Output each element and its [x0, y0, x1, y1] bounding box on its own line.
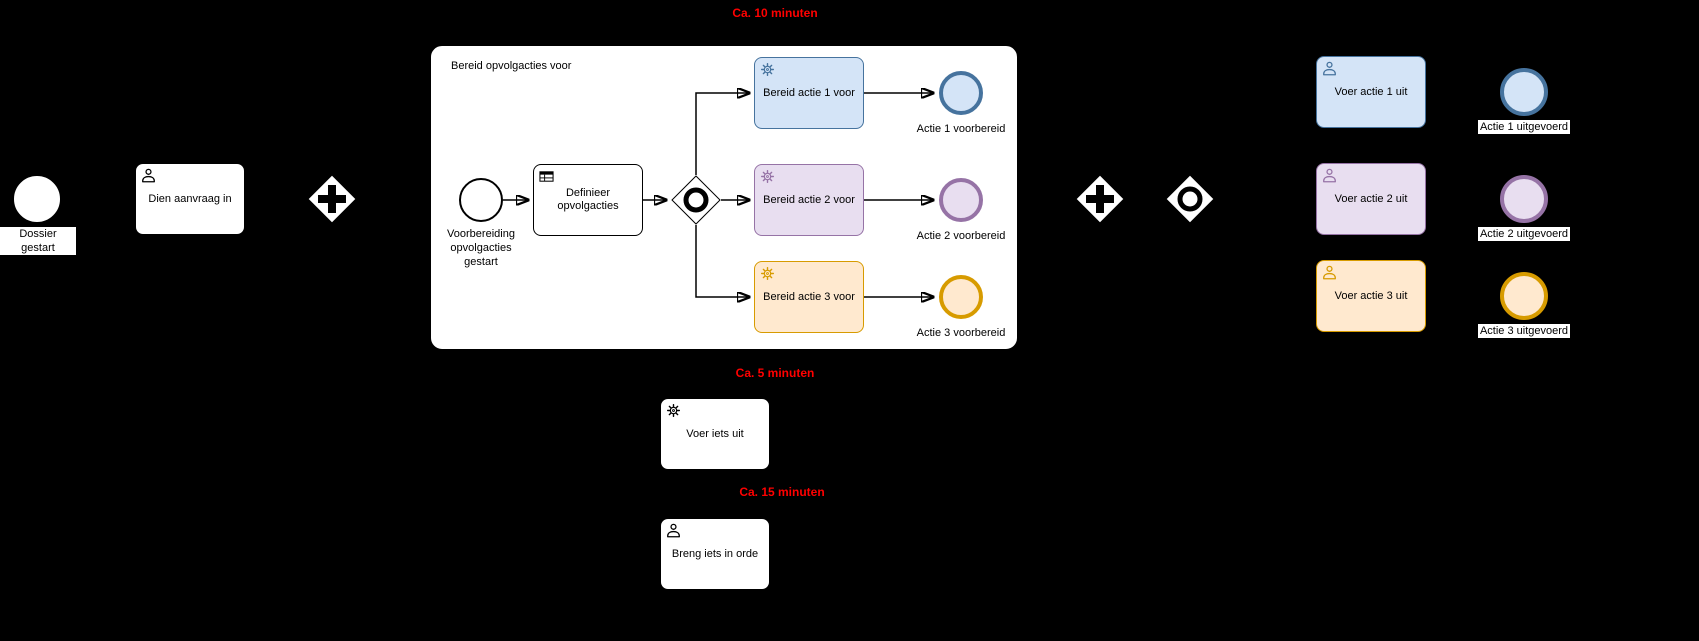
- subprocess-bereid-opvolgacties[interactable]: Bereid opvolgacties voor Voorbereiding o…: [430, 45, 1018, 350]
- user-icon: [666, 523, 681, 538]
- service-task-bereid-actie-2[interactable]: Bereid actie 2 voor: [754, 164, 864, 236]
- end-event-actie-1-uitgevoerd[interactable]: [1500, 68, 1548, 116]
- end-event-actie-3-uitgevoerd-label-text: Actie 3 uitgevoerd: [1477, 324, 1571, 338]
- start-event-dossier-label: Dossier gestart: [0, 227, 76, 255]
- gear-icon: [760, 266, 775, 281]
- task-label: Voer actie 3 uit: [1334, 289, 1408, 302]
- end-event-actie-2-uitgevoerd-label: Actie 2 uitgevoerd: [1477, 227, 1571, 241]
- circle-icon: [1177, 186, 1203, 212]
- parallel-gateway-split[interactable]: [307, 174, 357, 224]
- end-event-actie-2-uitgevoerd[interactable]: [1500, 175, 1548, 223]
- end-event-actie-1-uitgevoerd-label-text: Actie 1 uitgevoerd: [1477, 120, 1571, 134]
- business-rule-task-definieer[interactable]: Definieer opvolgacties: [533, 164, 643, 236]
- subprocess-title: Bereid opvolgacties voor: [451, 60, 572, 72]
- start-event-dossier[interactable]: [12, 174, 62, 224]
- task-label: Definieer opvolgacties: [557, 187, 619, 212]
- end-event-actie-2-voorbereid-label: Actie 2 voorbereid: [916, 230, 1006, 242]
- user-icon: [141, 168, 156, 183]
- gear-icon: [760, 62, 775, 77]
- user-task-voer-actie-2[interactable]: Voer actie 2 uit: [1316, 163, 1426, 235]
- service-task-voer-iets-uit[interactable]: Voer iets uit: [660, 398, 770, 470]
- end-event-actie-1-voorbereid-label: Actie 1 voorbereid: [916, 123, 1006, 135]
- service-task-bereid-actie-3[interactable]: Bereid actie 3 voor: [754, 261, 864, 333]
- service-task-bereid-actie-1[interactable]: Bereid actie 1 voor: [754, 57, 864, 129]
- task-label: Bereid actie 1 voor: [763, 86, 855, 99]
- gear-icon: [666, 403, 681, 418]
- plus-icon: [318, 185, 346, 213]
- inclusive-gateway-merge[interactable]: [1165, 174, 1215, 224]
- task-label: Dien aanvraag in: [148, 192, 232, 205]
- user-task-voer-actie-1[interactable]: Voer actie 1 uit: [1316, 56, 1426, 128]
- user-icon: [1322, 168, 1337, 183]
- timing-label-resolve: Ca. 15 minuten: [739, 485, 825, 499]
- sequence-flows: [503, 46, 1019, 351]
- task-label: Bereid actie 2 voor: [763, 193, 855, 206]
- gear-icon: [760, 169, 775, 184]
- user-task-breng-iets-in-orde[interactable]: Breng iets in orde: [660, 518, 770, 590]
- task-label: Bereid actie 3 voor: [763, 290, 855, 303]
- task-label: Breng iets in orde: [671, 547, 759, 560]
- start-event-voorbereiding-label: Voorbereiding opvolgacties gestart: [447, 228, 515, 268]
- circle-icon: [683, 187, 709, 213]
- end-event-actie-1-voorbereid[interactable]: [939, 71, 983, 115]
- end-event-actie-3-uitgevoerd-label: Actie 3 uitgevoerd: [1477, 324, 1571, 338]
- user-task-voer-actie-3[interactable]: Voer actie 3 uit: [1316, 260, 1426, 332]
- end-event-actie-3-uitgevoerd[interactable]: [1500, 272, 1548, 320]
- timing-label-execute: Ca. 5 minuten: [735, 366, 815, 380]
- start-event-voorbereiding[interactable]: [459, 178, 503, 222]
- user-task-dien-aanvraag[interactable]: Dien aanvraag in: [135, 163, 245, 235]
- end-event-actie-3-voorbereid[interactable]: [939, 275, 983, 319]
- task-label: Voer actie 1 uit: [1334, 85, 1408, 98]
- timing-label-prepare: Ca. 10 minuten: [732, 6, 818, 20]
- table-icon: [539, 169, 554, 184]
- user-icon: [1322, 61, 1337, 76]
- end-event-actie-2-uitgevoerd-label-text: Actie 2 uitgevoerd: [1477, 227, 1571, 241]
- end-event-actie-2-voorbereid[interactable]: [939, 178, 983, 222]
- user-icon: [1322, 265, 1337, 280]
- task-label: Voer iets uit: [686, 427, 744, 440]
- end-event-actie-3-voorbereid-label: Actie 3 voorbereid: [916, 327, 1006, 339]
- parallel-gateway-join[interactable]: [1075, 174, 1125, 224]
- end-event-actie-1-uitgevoerd-label: Actie 1 uitgevoerd: [1477, 120, 1571, 134]
- plus-icon: [1086, 185, 1114, 213]
- start-event-dossier-label-text: Dossier gestart: [0, 227, 76, 255]
- inclusive-gateway-split[interactable]: [671, 175, 721, 225]
- task-label: Voer actie 2 uit: [1334, 192, 1408, 205]
